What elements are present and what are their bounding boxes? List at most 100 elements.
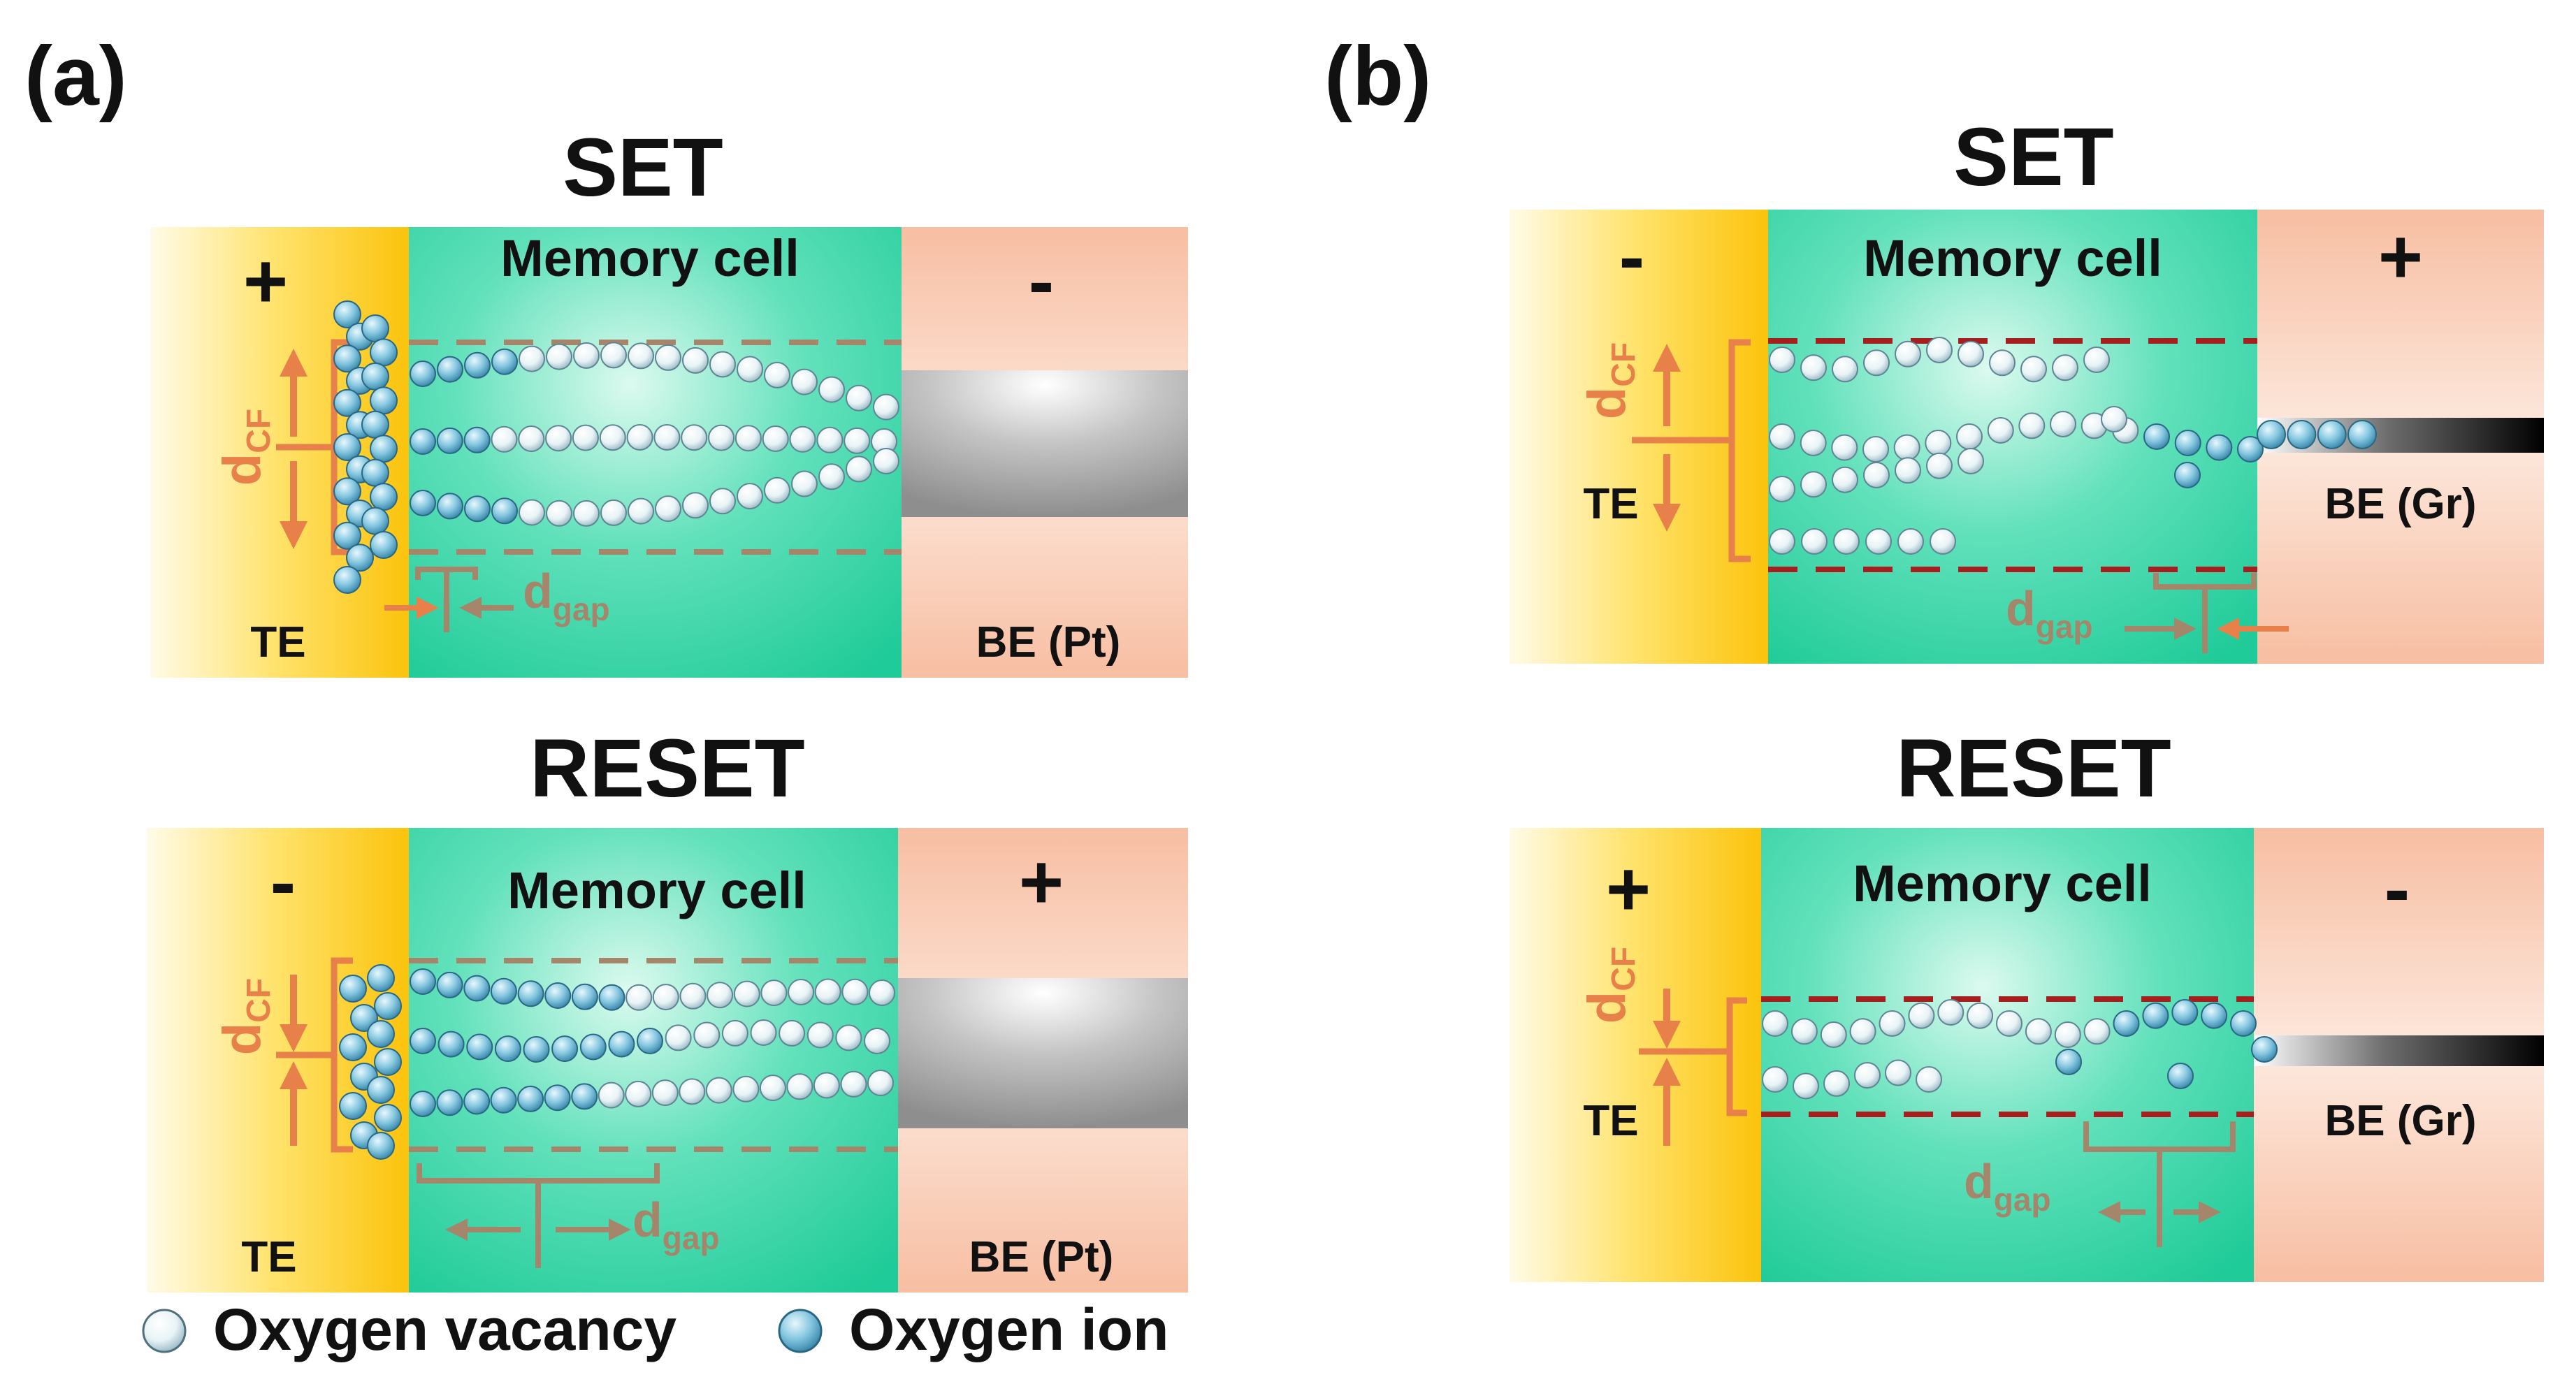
- cell-label: Memory cell: [507, 861, 806, 919]
- oxygen-ion: [361, 410, 389, 439]
- oxygen-vacancy: [814, 978, 841, 1005]
- oxygen-vacancy: [1832, 466, 1858, 493]
- oxygen-vacancy: [628, 497, 654, 525]
- oxygen-ion: [436, 427, 463, 454]
- oxygen-ion: [2287, 420, 2317, 449]
- oxygen-vacancy: [1916, 1066, 1942, 1093]
- oxygen-vacancy: [2020, 356, 2047, 383]
- oxygen-ion: [2257, 420, 2286, 449]
- be-label: BE (Gr): [2325, 480, 2477, 528]
- oxygen-vacancy: [1762, 1066, 1788, 1093]
- oxygen-vacancy: [1958, 448, 1984, 474]
- oxygen-ion: [367, 1076, 395, 1104]
- oxygen-ion: [464, 495, 491, 523]
- oxygen-vacancy: [655, 344, 681, 371]
- oxygen-vacancy: [655, 495, 681, 523]
- oxygen-vacancy: [846, 384, 872, 412]
- oxygen-ion: [367, 1132, 395, 1160]
- oxygen-ion: [2142, 1002, 2169, 1029]
- oxygen-ion: [437, 493, 463, 520]
- oxygen-vacancy: [818, 376, 845, 403]
- oxygen-ion: [2055, 1049, 2082, 1075]
- oxygen-vacancy: [709, 351, 736, 378]
- oxygen-vacancy: [840, 1070, 867, 1098]
- oxygen-vacancy: [1879, 1010, 1906, 1037]
- oxygen-vacancy: [573, 342, 600, 369]
- oxygen-vacancy: [1849, 1018, 1876, 1045]
- oxygen-vacancy: [2083, 1018, 2111, 1045]
- oxygen-vacancy: [1863, 349, 1890, 377]
- oxygen-ion: [333, 566, 361, 594]
- oxygen-ion: [2230, 1010, 2257, 1037]
- oxygen-ion: [466, 1033, 493, 1061]
- oxygen-vacancy: [625, 984, 653, 1011]
- oxygen-ion: [551, 1035, 579, 1063]
- oxygen-ion: [410, 361, 436, 387]
- oxygen-vacancy: [1854, 1062, 1881, 1089]
- oxygen-ion: [579, 1033, 607, 1061]
- oxygen-ion: [410, 1091, 436, 1117]
- oxygen-vacancy: [545, 425, 572, 452]
- oxygen-vacancy: [1930, 528, 1956, 555]
- oxygen-vacancy: [681, 424, 708, 451]
- oxygen-vacancy: [1793, 1072, 1819, 1100]
- oxygen-vacancy: [2083, 347, 2110, 373]
- oxygen-vacancy: [665, 1024, 692, 1051]
- oxygen-vacancy: [1820, 1021, 1847, 1048]
- panel-b-set: SET - Memory cell + TE BE (Gr) dCF dgap: [1510, 111, 2544, 664]
- dgap-label: dgap: [632, 1193, 720, 1256]
- cell-label: Memory cell: [1853, 854, 2152, 912]
- oxygen-vacancy: [1926, 337, 1953, 363]
- te-label: TE: [241, 1233, 296, 1281]
- oxygen-vacancy: [598, 1082, 625, 1109]
- oxygen-vacancy: [707, 982, 734, 1009]
- oxygen-vacancy: [813, 1072, 840, 1099]
- oxygen-ion: [361, 314, 389, 342]
- graphene-electrode: [2254, 1035, 2544, 1066]
- memory-cell: [409, 227, 902, 678]
- pt-electrode: [898, 978, 1188, 1128]
- oxygen-vacancy: [1790, 1018, 1818, 1045]
- filament-spheres: [333, 300, 899, 594]
- oxygen-ion: [410, 968, 436, 995]
- oxygen-ion: [2174, 462, 2201, 488]
- oxygen-vacancy: [1895, 457, 1921, 484]
- oxygen-ion: [437, 356, 463, 383]
- oxygen-vacancy: [791, 368, 818, 395]
- oxygen-vacancy: [519, 499, 545, 526]
- oxygen-vacancy: [1800, 471, 1827, 498]
- oxygen-ion-label: Oxygen ion: [849, 1297, 1168, 1362]
- top-electrode: [1510, 210, 1768, 664]
- oxygen-vacancy: [1885, 1059, 1911, 1086]
- oxygen-vacancy: [600, 342, 627, 369]
- oxygen-ion: [2206, 434, 2233, 461]
- cell-label: Memory cell: [500, 229, 799, 287]
- oxygen-ion: [436, 971, 463, 998]
- oxygen-vacancy: [679, 1078, 706, 1105]
- oxygen-vacancy: [873, 448, 899, 474]
- oxygen-ion: [463, 975, 491, 1002]
- be-polarity: -: [1029, 238, 1055, 324]
- oxygen-vacancy: [873, 393, 899, 421]
- oxygen-ion: [517, 980, 544, 1007]
- oxygen-vacancy: [600, 499, 627, 526]
- memory-cell: [1761, 828, 2254, 1282]
- oxygen-vacancy: [1862, 436, 1889, 463]
- te-polarity: +: [243, 238, 288, 324]
- oxygen-vacancy: [1769, 347, 1795, 373]
- oxygen-ion: [463, 426, 491, 453]
- dcf-brace: [1632, 339, 1751, 562]
- be-label: BE (Gr): [2325, 1097, 2477, 1145]
- oxygen-vacancy: [1937, 999, 1964, 1026]
- te-polarity: -: [1619, 214, 1645, 300]
- oxygen-ion: [410, 428, 436, 455]
- oxygen-vacancy: [1800, 354, 1827, 381]
- oxygen-ion: [370, 531, 398, 559]
- dgap-brace: [2083, 1121, 2236, 1247]
- legend: Oxygen vacancy Oxygen ion: [142, 1297, 1168, 1362]
- oxygen-vacancy: [806, 1021, 834, 1049]
- dgap-brace: [415, 567, 478, 632]
- oxygen-ion: [2167, 1063, 2194, 1089]
- oxygen-ion: [333, 388, 361, 417]
- oxygen-vacancy: [1762, 1010, 1788, 1037]
